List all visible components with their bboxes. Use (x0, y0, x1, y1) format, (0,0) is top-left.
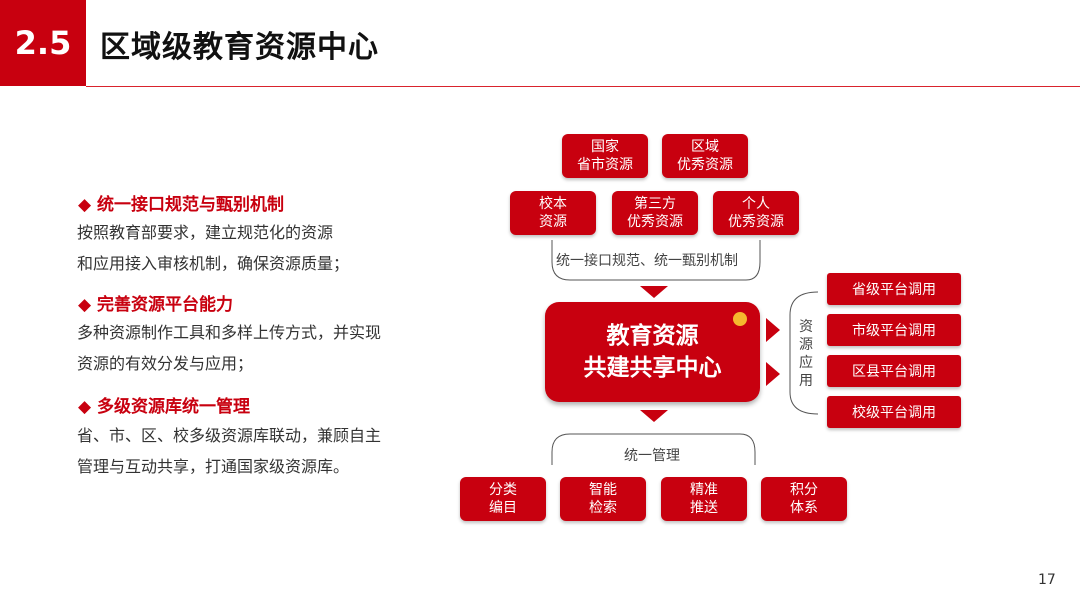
bullet-line: 多种资源制作工具和多样上传方式，并实现 (77, 323, 382, 342)
source-national-provincial: 国家省市资源 (562, 134, 648, 178)
bullet-line: 按照教育部要求，建立规范化的资源 (77, 223, 334, 242)
level-provincial: 省级平台调用 (827, 273, 961, 305)
source-school: 校本资源 (510, 191, 596, 235)
center-hub: 教育资源共建共享中心 (545, 302, 760, 402)
bullet-line: 省、市、区、校多级资源库联动，兼顾自主 (77, 426, 382, 445)
function-push: 精准推送 (661, 477, 747, 521)
application-bracket (789, 291, 819, 415)
bullet-heading: ◆ 完善资源平台能力 (78, 295, 233, 315)
function-points: 积分体系 (761, 477, 847, 521)
bullet-line: 和应用接入审核机制，确保资源质量； (77, 254, 350, 273)
bullet-line: 管理与互动共享，打通国家级资源库。 (77, 457, 350, 476)
highlight-dot (733, 312, 747, 326)
source-personal: 个人优秀资源 (713, 191, 799, 235)
function-search: 智能检索 (560, 477, 646, 521)
down-arrow-icon (640, 410, 668, 422)
down-arrow-icon (640, 286, 668, 298)
interface-bracket (551, 240, 761, 281)
bullet-line: 资源的有效分发与应用； (77, 354, 254, 373)
diamond-bullet-icon: ◆ (78, 195, 97, 215)
level-school: 校级平台调用 (827, 396, 961, 428)
right-arrow-icon (766, 318, 780, 342)
source-regional: 区域优秀资源 (662, 134, 748, 178)
level-city: 市级平台调用 (827, 314, 961, 346)
level-county: 区县平台调用 (827, 355, 961, 387)
management-label: 统一管理 (624, 448, 680, 464)
bullet-heading: ◆ 统一接口规范与甄别机制 (78, 195, 284, 215)
interface-label: 统一接口规范、统一甄别机制 (556, 253, 738, 269)
right-arrow-icon (766, 362, 780, 386)
page-number: 17 (1038, 572, 1056, 588)
function-cataloging: 分类编目 (460, 477, 546, 521)
title-divider (86, 86, 1080, 87)
section-number: 2.5 (0, 0, 86, 86)
resource-application-label: 资源应用 (799, 319, 813, 389)
source-third-party: 第三方优秀资源 (612, 191, 698, 235)
page-title: 区域级教育资源中心 (100, 30, 379, 65)
management-bracket (551, 433, 756, 465)
diamond-bullet-icon: ◆ (78, 397, 97, 417)
bullet-heading: ◆ 多级资源库统一管理 (78, 397, 250, 417)
diamond-bullet-icon: ◆ (78, 295, 97, 315)
